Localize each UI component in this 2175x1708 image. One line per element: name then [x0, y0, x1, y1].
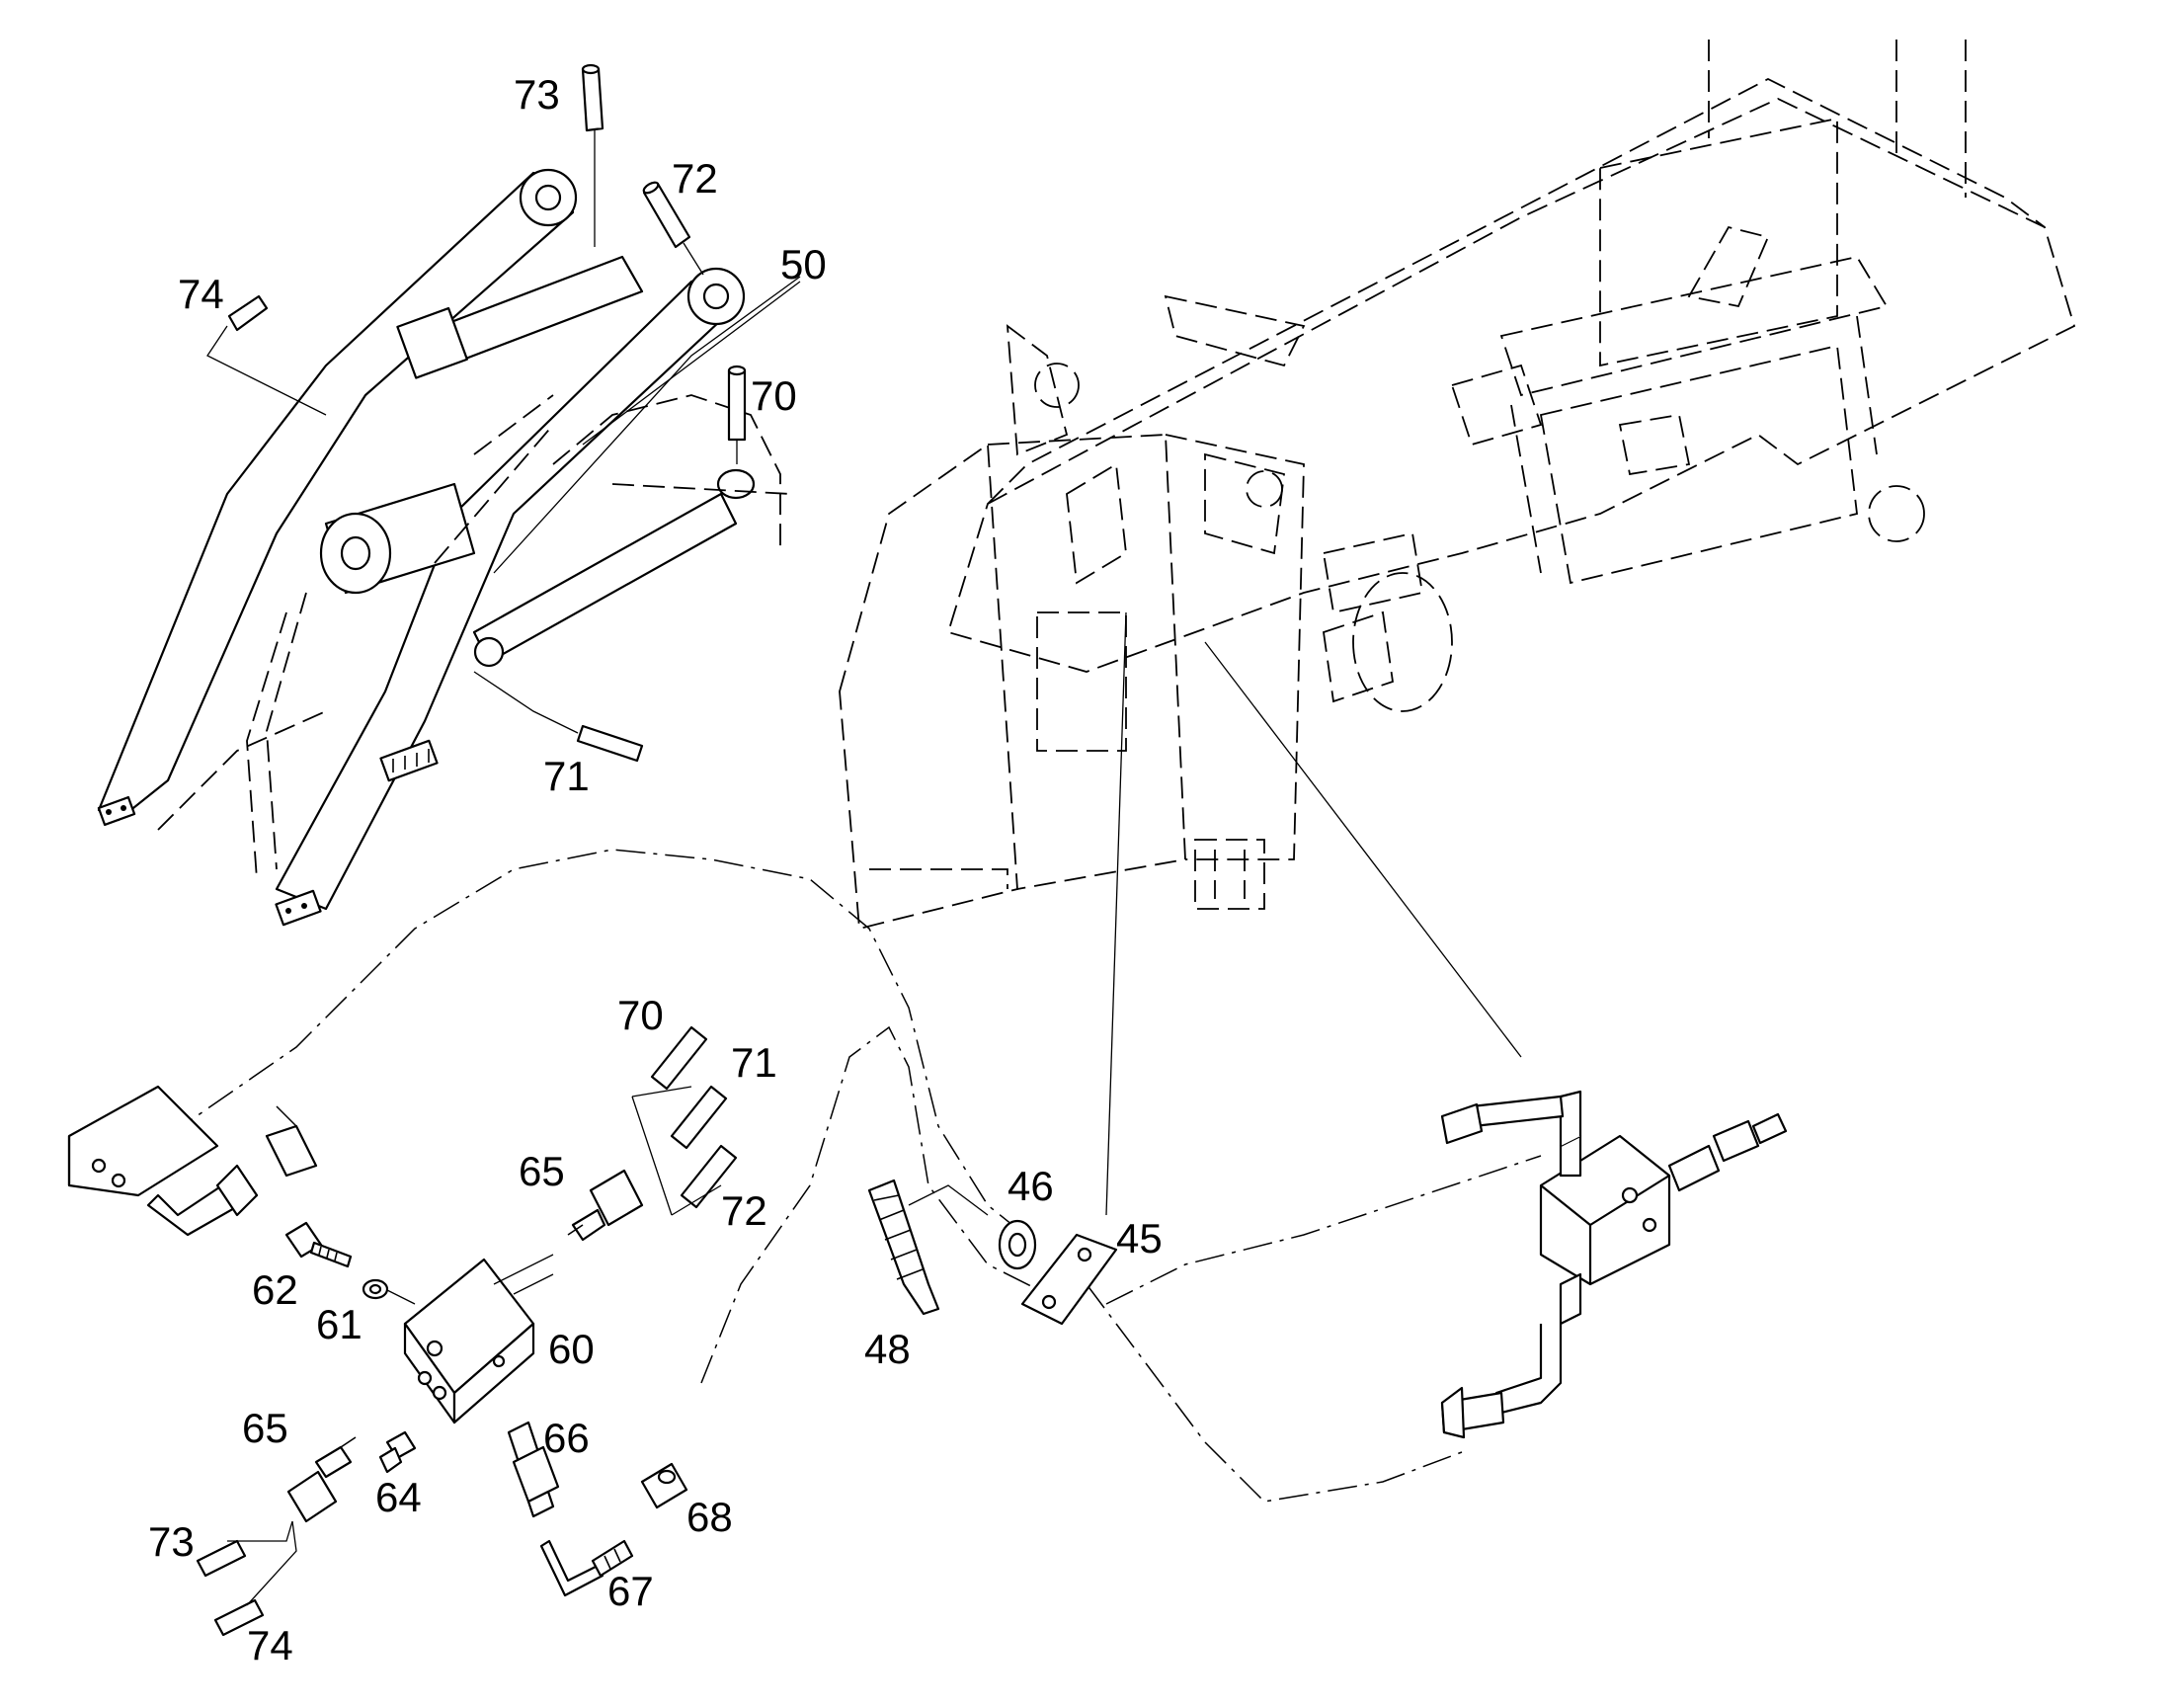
callout-72-bottom: 72 — [721, 1187, 767, 1234]
callout-45: 45 — [1116, 1215, 1163, 1261]
callout-61: 61 — [316, 1301, 362, 1347]
callout-50: 50 — [780, 241, 827, 287]
washer-61 — [362, 1278, 389, 1300]
pin-73-bottom — [196, 1539, 247, 1578]
callout-66: 66 — [543, 1415, 590, 1461]
pin-74-top — [206, 294, 327, 416]
callout-60: 60 — [548, 1326, 595, 1372]
callout-labels: 73 72 50 74 70 71 70 71 72 65 62 61 60 6… — [148, 71, 1163, 1668]
elbow-67 — [539, 1539, 634, 1597]
callout-73-top: 73 — [514, 71, 560, 118]
spiral-guard-48 — [867, 1179, 989, 1316]
bracket-45 — [1020, 1233, 1118, 1326]
callout-70-bottom: 70 — [617, 992, 664, 1038]
fitting-66 — [507, 1421, 560, 1518]
plug-64 — [378, 1430, 417, 1474]
callout-68: 68 — [686, 1494, 733, 1540]
leader-pins-bottom — [631, 1086, 722, 1216]
callout-64: 64 — [375, 1474, 422, 1520]
fitting-65-top — [567, 1169, 644, 1242]
loader-arm-assembly — [97, 168, 791, 927]
loader-chassis-outline — [946, 40, 2076, 712]
valve-block-60 — [374, 1254, 554, 1424]
callout-71-bottom: 71 — [731, 1039, 777, 1086]
leader-50b — [582, 281, 801, 446]
right-valve-assembly — [1440, 1090, 1788, 1439]
small-valve-block — [67, 1085, 318, 1237]
pin-70-bottom — [650, 1025, 708, 1091]
front-frame-outline — [839, 324, 1305, 931]
callout-74-bottom: 74 — [247, 1622, 293, 1668]
pin-72-top — [642, 181, 704, 276]
callout-46: 46 — [1007, 1163, 1054, 1209]
callout-65-top: 65 — [519, 1148, 565, 1194]
callout-70-top: 70 — [751, 372, 797, 419]
fitting-65-bottom — [286, 1436, 357, 1523]
bolt-62 — [284, 1221, 353, 1268]
callout-72-top: 72 — [672, 155, 718, 202]
callout-73-bottom: 73 — [148, 1518, 195, 1565]
pin-71-top — [473, 671, 644, 763]
callout-48: 48 — [864, 1326, 911, 1372]
pin-71-bottom — [670, 1085, 728, 1150]
nut-68 — [640, 1462, 688, 1509]
callout-65-bottom: 65 — [242, 1405, 288, 1451]
grommet-46 — [998, 1219, 1037, 1270]
pin-73-top — [581, 63, 604, 247]
callout-71-top: 71 — [543, 753, 590, 799]
callout-62: 62 — [252, 1266, 298, 1313]
callout-74-top: 74 — [178, 271, 224, 317]
callout-67: 67 — [607, 1568, 654, 1614]
leader-pins-73-74 — [227, 1520, 297, 1606]
pin-70-top — [727, 365, 747, 464]
pin-74-bottom — [213, 1598, 265, 1637]
leader-50 — [493, 276, 801, 574]
